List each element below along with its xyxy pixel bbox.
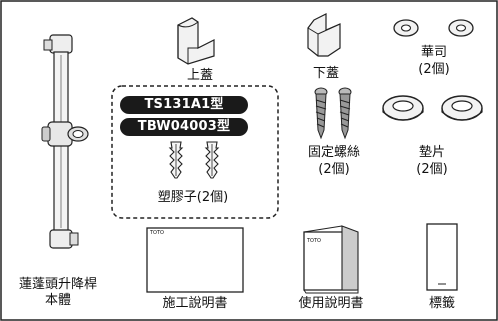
washer-label: 華司: [420, 45, 447, 60]
user-manual-illustration: [303, 225, 359, 294]
user-manual-brand: TOTO: [307, 238, 321, 244]
model-badge-2: TBW04003型: [120, 118, 248, 136]
slide-bar-illustration: [41, 34, 89, 249]
upper-cap-illustration: [177, 17, 215, 65]
tag-illustration: [426, 223, 458, 291]
slide-bar-label-line1: 蓮蓬頭升降桿: [18, 277, 97, 292]
model-badge-1: TS131A1型: [120, 96, 248, 114]
plastic-anchor-label: 塑膠子(2個): [157, 190, 229, 205]
pad-label: 墊片: [418, 145, 445, 160]
washer-illustration: [393, 19, 474, 37]
washer-qty: (2個): [418, 62, 450, 77]
install-manual-illustration: [146, 227, 244, 293]
install-manual-brand: TOTO: [150, 230, 164, 236]
plastic-anchor-illustration: [168, 141, 220, 179]
pad-illustration: [382, 95, 483, 121]
lower-cap-illustration: [307, 13, 341, 57]
screw-qty: (2個): [318, 162, 350, 177]
tag-label: 標籤: [428, 296, 455, 311]
lower-cap-label: 下蓋: [312, 66, 339, 81]
screw-label: 固定螺絲: [307, 145, 360, 160]
slide-bar-label-line2: 本體: [44, 293, 71, 308]
pad-qty: (2個): [416, 162, 448, 177]
upper-cap-label: 上蓋: [186, 68, 213, 83]
user-manual-label: 使用說明書: [298, 296, 364, 311]
anchor-group-box: [111, 85, 279, 219]
install-manual-label: 施工說明書: [162, 296, 228, 311]
screw-illustration: [314, 87, 352, 140]
